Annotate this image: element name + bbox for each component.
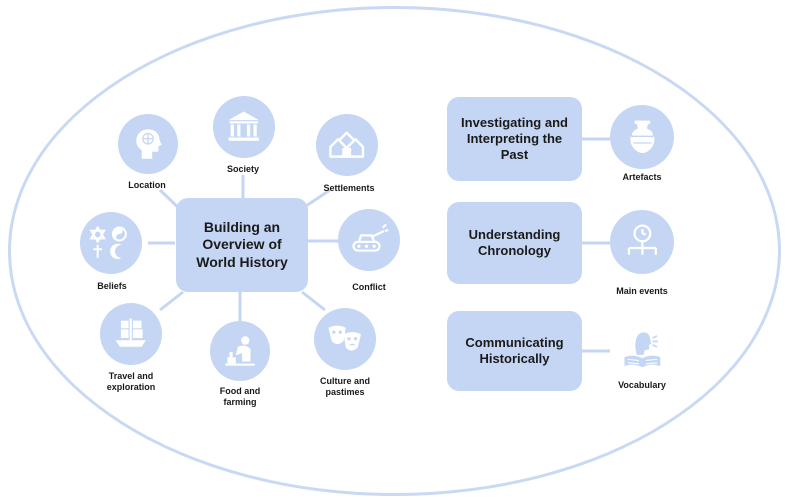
skill-box-investigating: Investigating and Interpreting the Past (447, 97, 582, 181)
node-main-events (610, 210, 674, 274)
tank-icon (352, 224, 389, 252)
skill-label-investigating: Investigating and Interpreting the Past (461, 114, 568, 163)
religious-symbols-icon (89, 225, 128, 260)
connector-culture (301, 290, 326, 312)
vase-icon (629, 120, 655, 153)
label-vocabulary: Vocabulary (618, 380, 666, 390)
node-travel (100, 303, 162, 365)
label-travel: Travel and exploration (106, 371, 156, 393)
node-artefacts (610, 105, 674, 169)
node-vocabulary (610, 318, 674, 382)
center-label: Building an Overview of World History (196, 218, 288, 270)
center-box: Building an Overview of World History (176, 198, 308, 292)
label-society: Society (226, 164, 260, 174)
farmer-icon (225, 336, 255, 366)
label-food: Food and farming (219, 386, 261, 408)
node-conflict (338, 209, 400, 271)
label-artefacts: Artefacts (622, 172, 662, 182)
reading-speaker-icon (624, 331, 660, 367)
node-culture (314, 308, 376, 370)
node-beliefs (80, 212, 142, 274)
skill-box-communicating: Communicating Historically (447, 311, 582, 391)
skill-box-chronology: Understanding Chronology (447, 202, 582, 284)
label-beliefs: Beliefs (97, 281, 127, 291)
label-location: Location (128, 180, 166, 190)
connector-settlements (302, 188, 331, 210)
connector-travel (159, 290, 184, 312)
label-culture: Culture and pastimes (319, 376, 371, 398)
ship-icon (115, 318, 147, 348)
houses-icon (329, 131, 365, 159)
label-conflict: Conflict (352, 282, 386, 292)
label-settlements: Settlements (323, 183, 375, 193)
skill-label-chronology: Understanding Chronology (468, 226, 561, 258)
building-icon (228, 111, 260, 142)
masks-icon (328, 325, 362, 351)
skill-label-communicating: Communicating Historically (465, 334, 564, 366)
node-food (210, 321, 270, 381)
label-main-events: Main events (616, 286, 668, 296)
node-settlements (316, 114, 378, 176)
head-icon (136, 129, 162, 159)
outer-ellipse (8, 6, 781, 496)
node-location (118, 114, 178, 174)
node-society (213, 96, 275, 158)
timeline-clock-icon (627, 224, 657, 255)
